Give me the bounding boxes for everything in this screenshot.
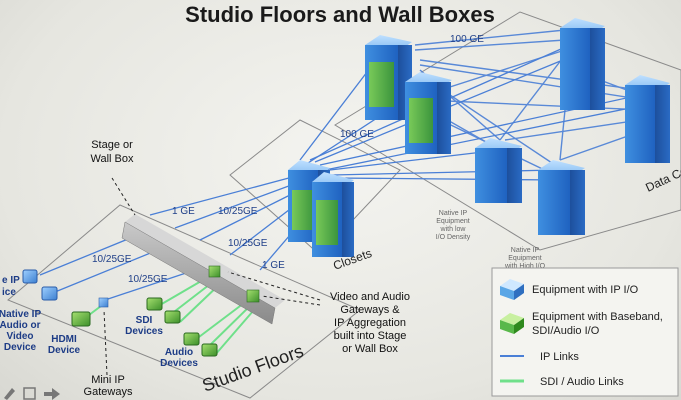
svg-text:built into Stage: built into Stage [334,330,407,342]
legend-ip-io-icon [500,279,524,300]
svg-text:Audio or: Audio or [0,320,41,331]
svg-text:Equipment: Equipment [436,218,470,225]
audio-devices-label: Audio Devices [160,347,198,369]
closet-racks [288,160,354,257]
label-1025-a: 10/25GE [218,206,258,217]
native-ip-high-label: Native IP Equipment with High I/O [504,247,546,270]
mini-ip-gateways-label: Mini IP Gateways [84,374,133,398]
legend-baseband-text-1: Equipment with Baseband, [532,311,663,323]
svg-text:e IP: e IP [2,275,20,286]
native-ip-low-label: Native IP Equipment with low I/O Density [436,210,471,241]
svg-text:ice: ice [2,287,16,298]
datacenter-racks [365,18,670,235]
svg-text:Native IP: Native IP [511,247,540,254]
svg-text:Devices: Devices [125,326,163,337]
legend-baseband-icon [500,313,524,334]
svg-text:Gateways: Gateways [84,386,133,398]
svg-text:Audio: Audio [165,347,193,358]
gateway-note-label: Video and Audio Gateways & IP Aggregatio… [330,291,410,355]
svg-text:Video and Audio: Video and Audio [330,291,410,303]
label-1025-b: 10/25GE [228,238,268,249]
legend-sdi-links-text: SDI / Audio Links [540,376,624,388]
data-center-label: Data Ce [643,163,681,194]
hdmi-device-label: HDMI Device [48,334,81,356]
svg-text:I/O Density: I/O Density [436,234,471,241]
legend-ip-links-text: IP Links [540,351,579,363]
legend-baseband-text-2: SDI/Audio I/O [532,325,600,337]
svg-text:Gateways &: Gateways & [340,304,400,316]
slide-icon[interactable] [23,387,36,400]
callout-lines [103,177,321,376]
native-ip-audio-label: Native IP Audio or Video Device [0,309,41,353]
svg-text:Devices: Devices [160,358,198,369]
label-100ge-mid: 100 GE [340,129,374,140]
pen-icon[interactable] [4,388,15,400]
floor-devices [22,269,218,357]
svg-text:Mini IP: Mini IP [91,374,125,386]
svg-text:Native IP: Native IP [0,309,41,320]
svg-text:with High I/O: with High I/O [504,263,546,270]
next-arrow-icon[interactable] [44,388,60,400]
label-100ge-top: 100 GE [450,34,484,45]
slide-toolbar[interactable] [4,387,60,400]
svg-text:or Wall Box: or Wall Box [342,343,398,355]
svg-text:HDMI: HDMI [51,334,77,345]
svg-text:Native IP: Native IP [439,210,468,217]
svg-text:Device: Device [4,342,37,353]
sdi-devices-label: SDI Devices [125,315,163,337]
label-1025-d: 10/25GE [128,274,168,285]
legend-ip-io-text: Equipment with IP I/O [532,284,639,296]
slide-title: Studio Floors and Wall Boxes [185,2,495,27]
label-1ge-b: 1 GE [262,260,285,271]
legend: Equipment with IP I/O Equipment with Bas… [491,267,679,397]
svg-text:SDI: SDI [136,315,153,326]
label-1025-c: 10/25GE [92,254,132,265]
native-ip-device-top-label: e IP ice [2,275,20,298]
svg-text:IP Aggregation: IP Aggregation [334,317,406,329]
label-1ge-a: 1 GE [172,206,195,217]
stage-wall-box-label-2: Wall Box [91,153,134,165]
svg-text:with low: with low [440,226,467,233]
svg-text:Equipment: Equipment [508,255,542,262]
stage-wall-box-label-1: Stage or [91,139,133,151]
gateway-cubes [98,265,260,308]
stage-wall-box [121,214,285,325]
svg-text:Device: Device [48,345,81,356]
svg-text:Video: Video [6,331,33,342]
